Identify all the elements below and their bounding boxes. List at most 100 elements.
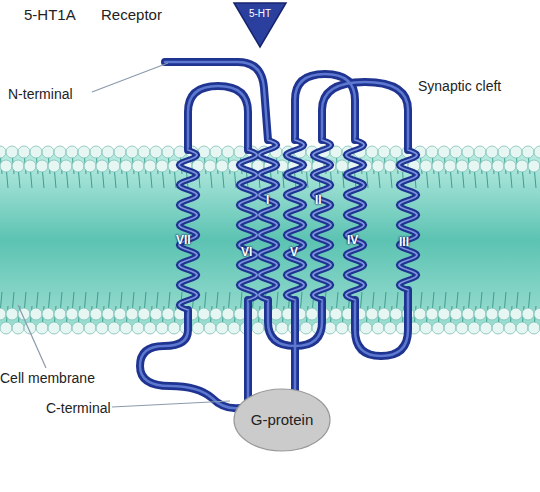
- lipid-head: [126, 146, 138, 158]
- lipid-head: [150, 146, 162, 158]
- peptide-loop-highlight: [295, 74, 355, 140]
- lipid-head: [468, 322, 480, 334]
- helix-highlight: [179, 150, 197, 310]
- helix-highlight: [259, 140, 277, 300]
- transmembrane-helix: [259, 140, 277, 300]
- receptor-chain: [140, 62, 417, 408]
- lipid-head: [138, 308, 150, 320]
- lipid-head: [384, 160, 396, 172]
- lipid-head: [432, 160, 444, 172]
- lipid-head: [198, 146, 210, 158]
- lipid-head: [90, 308, 102, 320]
- ellipse-shape: [234, 389, 330, 451]
- lipid-head: [114, 308, 126, 320]
- transmembrane-helix: [239, 150, 257, 300]
- lipid-head: [48, 160, 60, 172]
- lipid-head: [438, 146, 450, 158]
- lipid-head: [126, 308, 138, 320]
- diagram-title: 5-HT1A Receptor: [24, 6, 162, 23]
- peptide-loop-highlight: [140, 310, 240, 408]
- lipid-head: [426, 146, 438, 158]
- part-label: Cell membrane: [0, 370, 95, 386]
- lipid-head: [210, 308, 222, 320]
- helix-number: III: [399, 234, 409, 250]
- helix-number: V: [290, 244, 298, 260]
- peptide-loop-highlight: [294, 300, 297, 400]
- lipid-head: [6, 146, 18, 158]
- lipid-head: [504, 322, 516, 334]
- lipid-head: [420, 160, 432, 172]
- transmembrane-helix: [313, 140, 331, 300]
- lipid-head: [492, 322, 504, 334]
- lipid-head: [0, 322, 12, 334]
- lipid-head: [510, 146, 522, 158]
- lipid-head: [120, 322, 132, 334]
- ligand-triangle: 5-HT: [233, 2, 287, 48]
- part-label: C-terminal: [46, 400, 111, 416]
- lipid-head: [150, 308, 162, 320]
- lipid-head: [6, 308, 18, 320]
- peptide-loop-highlight: [247, 300, 250, 400]
- lipid-head: [504, 160, 516, 172]
- lipid-head: [516, 322, 528, 334]
- lipid-head: [390, 146, 402, 158]
- peptide-loop: [291, 300, 299, 400]
- lipid-head: [42, 308, 54, 320]
- lipid-head: [204, 160, 216, 172]
- lipid-head: [54, 308, 66, 320]
- lipid-head: [372, 160, 384, 172]
- leader-line: [92, 63, 168, 92]
- leader-line: [18, 305, 46, 368]
- lipid-head: [372, 322, 384, 334]
- lipid-head: [96, 322, 108, 334]
- lipid-head: [480, 322, 492, 334]
- lipid-head: [498, 146, 510, 158]
- lipid-head: [30, 146, 42, 158]
- lipid-head: [336, 160, 348, 172]
- region-label: Synaptic cleft: [418, 78, 501, 94]
- lipid-head: [0, 146, 6, 158]
- helix-number: VI: [241, 244, 252, 260]
- lipid-head: [486, 146, 498, 158]
- lipid-head: [66, 146, 78, 158]
- peptide-loop: [165, 62, 268, 140]
- lipid-head: [42, 146, 54, 158]
- lipid-head: [132, 322, 144, 334]
- peptide-loop-highlight: [322, 82, 408, 150]
- lipid-head: [414, 308, 426, 320]
- lipid-head: [162, 146, 174, 158]
- helix-highlight: [346, 140, 364, 300]
- leader-line: [112, 401, 230, 407]
- peptide-loop-highlight: [165, 62, 268, 140]
- lipid-head: [456, 160, 468, 172]
- lipid-head: [450, 308, 462, 320]
- peptide-loop: [188, 86, 248, 150]
- lipid-head: [492, 160, 504, 172]
- transmembrane-helix: [286, 140, 304, 300]
- lipid-head: [72, 160, 84, 172]
- lipid-head: [78, 146, 90, 158]
- lipid-head: [522, 146, 534, 158]
- lipid-head: [0, 308, 6, 320]
- peptide-loop: [244, 300, 252, 400]
- lipid-head: [384, 322, 396, 334]
- lipid-head: [162, 308, 174, 320]
- helix-number: I: [266, 192, 269, 208]
- helix-highlight: [286, 140, 304, 300]
- lipid-head: [486, 308, 498, 320]
- lipid-head: [528, 322, 540, 334]
- lipid-head: [138, 146, 150, 158]
- transmembrane-helix: [399, 150, 417, 290]
- lipid-head: [228, 322, 240, 334]
- lipid-head: [534, 146, 540, 158]
- peptide-loop-highlight: [188, 86, 248, 150]
- helix-highlight: [239, 150, 257, 300]
- lipid-head: [12, 160, 24, 172]
- lipid-head: [78, 308, 90, 320]
- lipid-head: [144, 160, 156, 172]
- lipid-head: [222, 308, 234, 320]
- part-label: N-terminal: [8, 86, 73, 102]
- lipid-head: [156, 322, 168, 334]
- lipid-head: [168, 322, 180, 334]
- lipid-head: [276, 322, 288, 334]
